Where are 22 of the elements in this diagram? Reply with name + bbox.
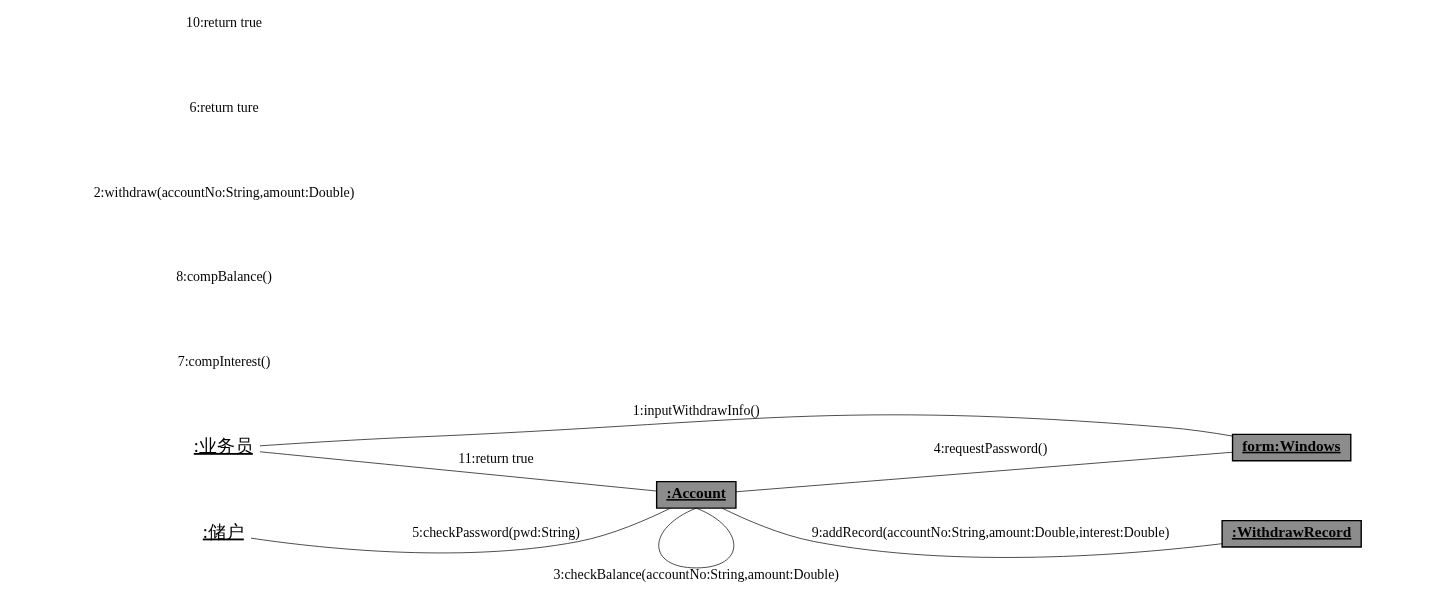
label: 2:withdraw(accountNo:String,amount:Double)	[93, 184, 354, 200]
connector	[259, 414, 1233, 447]
connector	[657, 507, 734, 569]
connector	[259, 451, 657, 492]
label: 10:return true	[185, 14, 262, 30]
connector	[250, 507, 671, 554]
edge-label: 5:checkPassword(pwd:String)	[411, 525, 580, 541]
node-box: :WithdrawRecord	[1220, 519, 1362, 548]
label: 7:compInterest()	[177, 354, 270, 370]
label: 8:compBalance()	[175, 269, 272, 285]
edge-label: 11:return true	[457, 450, 534, 466]
edge-label: 3:checkBalance(accountNo:String,amount:Double)	[553, 567, 839, 583]
node-box: form:Windows	[1231, 433, 1351, 462]
connector	[735, 451, 1233, 493]
edge-label: 4:requestPassword()	[933, 441, 1047, 457]
edge-label: 9:addRecord(accountNo:String,amount:Double,interest:Double)	[811, 525, 1169, 541]
node-box: :Account	[655, 480, 737, 509]
edge-label: 1:inputWithdrawInfo()	[632, 402, 760, 418]
node-text: :业务员	[193, 435, 253, 456]
node-text: :储户	[202, 521, 244, 542]
connector	[721, 507, 1222, 558]
label: 6:return ture	[188, 99, 259, 115]
